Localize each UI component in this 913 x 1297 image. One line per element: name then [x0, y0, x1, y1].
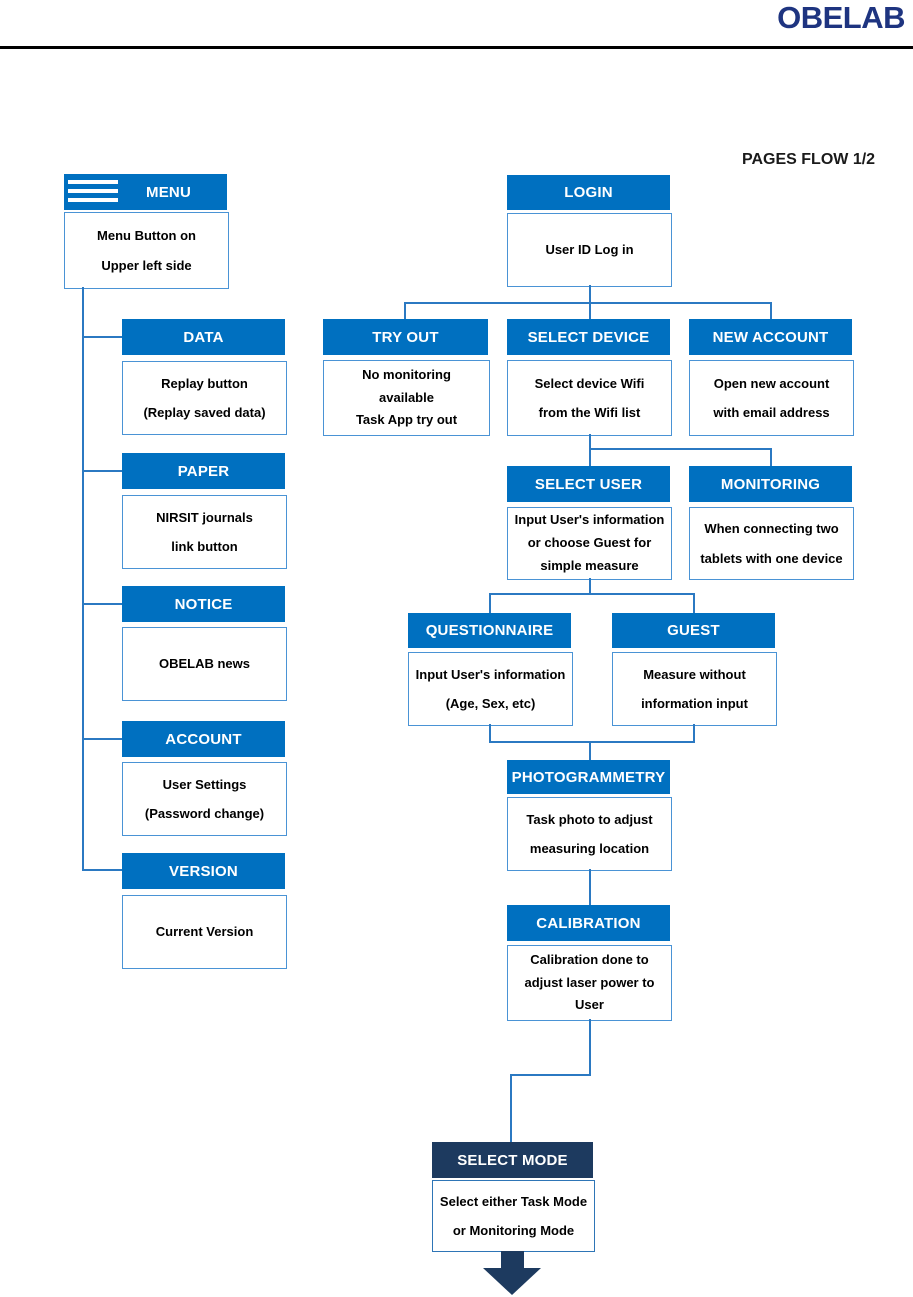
flow-node-menu-desc: Menu Button on Upper left side — [64, 212, 229, 289]
page-flow-label: PAGES FLOW 1/2 — [742, 151, 876, 168]
flow-node-tryout-desc: No monitoring available Task App try out — [323, 360, 490, 436]
desc-line: User — [575, 997, 604, 1013]
desc-line: measuring location — [529, 841, 650, 856]
connector-line — [83, 336, 122, 338]
connector-line — [510, 1074, 512, 1142]
flow-node-photogrammetry-desc: Task photo to adjust measuring location — [507, 797, 672, 871]
flow-node-select-user-header: SELECT USER — [507, 466, 670, 502]
desc-line: Task App try out — [355, 412, 458, 428]
desc-line: No monitoring — [362, 366, 451, 382]
flow-node-account-desc: User Settings (Password change) — [122, 762, 287, 836]
flow-node-monitoring-header: MONITORING — [689, 466, 852, 502]
connector-line — [489, 593, 695, 595]
desc-line: (Age, Sex, etc) — [445, 696, 536, 711]
connector-line — [589, 1019, 591, 1076]
desc-line: OBELAB news — [158, 656, 250, 672]
desc-line: or choose Guest for — [527, 535, 652, 551]
flow-node-new-account-header: NEW ACCOUNT — [689, 319, 852, 355]
flow-node-select-mode-header: SELECT MODE — [432, 1142, 593, 1178]
flow-node-questionnaire-desc: Input User's information (Age, Sex, etc) — [408, 652, 573, 726]
flow-node-tryout-header: TRY OUT — [323, 319, 488, 355]
down-arrow-icon — [483, 1268, 541, 1295]
desc-line: information input — [641, 696, 748, 711]
connector-line — [589, 578, 591, 595]
connector-line — [404, 302, 406, 319]
desc-line: NIRSIT journals — [156, 509, 253, 525]
flow-node-new-account-desc: Open new account with email address — [689, 360, 854, 436]
connector-line — [770, 448, 772, 466]
desc-line: Measure without — [643, 666, 746, 682]
flow-node-select-device-desc: Select device Wifi from the Wifi list — [507, 360, 672, 436]
desc-line: Input User's information — [514, 512, 665, 528]
connector-line — [83, 869, 122, 871]
hamburger-menu-icon — [68, 179, 118, 205]
connector-line — [82, 287, 84, 871]
connector-line — [770, 302, 772, 319]
flow-node-notice-desc: OBELAB news — [122, 627, 287, 701]
flow-node-select-user-desc: Input User's information or choose Guest… — [507, 507, 672, 580]
flow-node-calibration-header: CALIBRATION — [507, 905, 670, 941]
desc-line: or Monitoring Mode — [452, 1223, 575, 1238]
flow-node-account-header: ACCOUNT — [122, 721, 285, 757]
desc-line: Open new account — [713, 375, 830, 391]
desc-line: Upper left side — [101, 257, 192, 273]
flow-node-version-desc: Current Version — [122, 895, 287, 969]
flow-node-data-desc: Replay button (Replay saved data) — [122, 361, 287, 435]
connector-line — [510, 1074, 591, 1076]
connector-line — [693, 724, 695, 743]
desc-line: Replay button — [161, 375, 248, 391]
connector-line — [83, 603, 122, 605]
desc-line: Task photo to adjust — [526, 811, 653, 827]
down-arrow-icon — [501, 1251, 524, 1268]
flow-node-monitoring-desc: When connecting two tablets with one dev… — [689, 507, 854, 580]
desc-line: When connecting two — [704, 521, 839, 537]
connector-line — [83, 738, 122, 740]
header-divider — [0, 46, 913, 49]
flow-node-guest-desc: Measure without information input — [612, 652, 777, 726]
desc-line: adjust laser power to — [524, 974, 655, 990]
flow-node-data-header: DATA — [122, 319, 285, 355]
desc-line: Current Version — [155, 924, 254, 940]
flow-node-login-header: LOGIN — [507, 175, 670, 210]
connector-line — [589, 448, 772, 450]
flow-node-notice-header: NOTICE — [122, 586, 285, 622]
flow-node-menu-title: MENU — [146, 183, 191, 201]
desc-line: User ID Log in — [545, 242, 634, 258]
flow-node-version-header: VERSION — [122, 853, 285, 889]
desc-line: Select either Task Mode — [439, 1193, 588, 1209]
flow-node-login-desc: User ID Log in — [507, 213, 672, 287]
connector-line — [83, 470, 122, 472]
flow-node-guest-header: GUEST — [612, 613, 775, 648]
flow-node-calibration-desc: Calibration done to adjust laser power t… — [507, 945, 672, 1021]
connector-line — [589, 434, 591, 466]
flow-node-select-mode-desc: Select either Task Mode or Monitoring Mo… — [432, 1180, 595, 1252]
desc-line: from the Wifi list — [538, 405, 641, 420]
flow-node-paper-desc: NIRSIT journals link button — [122, 495, 287, 569]
desc-line: Select device Wifi — [534, 375, 645, 391]
connector-line — [489, 741, 695, 743]
flow-node-questionnaire-header: QUESTIONNAIRE — [408, 613, 571, 648]
desc-line: (Password change) — [144, 806, 265, 821]
connector-line — [693, 593, 695, 613]
desc-line: Menu Button on — [97, 228, 196, 244]
connector-line — [404, 302, 772, 304]
flow-node-paper-header: PAPER — [122, 453, 285, 489]
desc-line: tablets with one device — [700, 550, 843, 566]
flow-node-photogrammetry-header: PHOTOGRAMMETRY — [507, 760, 670, 794]
desc-line: (Replay saved data) — [143, 405, 266, 420]
connector-line — [489, 593, 491, 613]
desc-line: Calibration done to — [530, 951, 649, 967]
flow-node-menu-header: MENU — [64, 174, 227, 210]
connector-line — [589, 741, 591, 760]
flow-node-select-device-header: SELECT DEVICE — [507, 319, 670, 355]
desc-line: simple measure — [540, 557, 639, 573]
connector-line — [489, 724, 491, 743]
desc-line: link button — [171, 539, 238, 554]
desc-line: available — [379, 389, 434, 405]
desc-line: Input User's information — [415, 666, 566, 682]
connector-line — [589, 869, 591, 905]
desc-line: User Settings — [162, 776, 247, 792]
desc-line: with email address — [713, 405, 830, 420]
obelab-logo: OBELAB — [777, 0, 905, 35]
